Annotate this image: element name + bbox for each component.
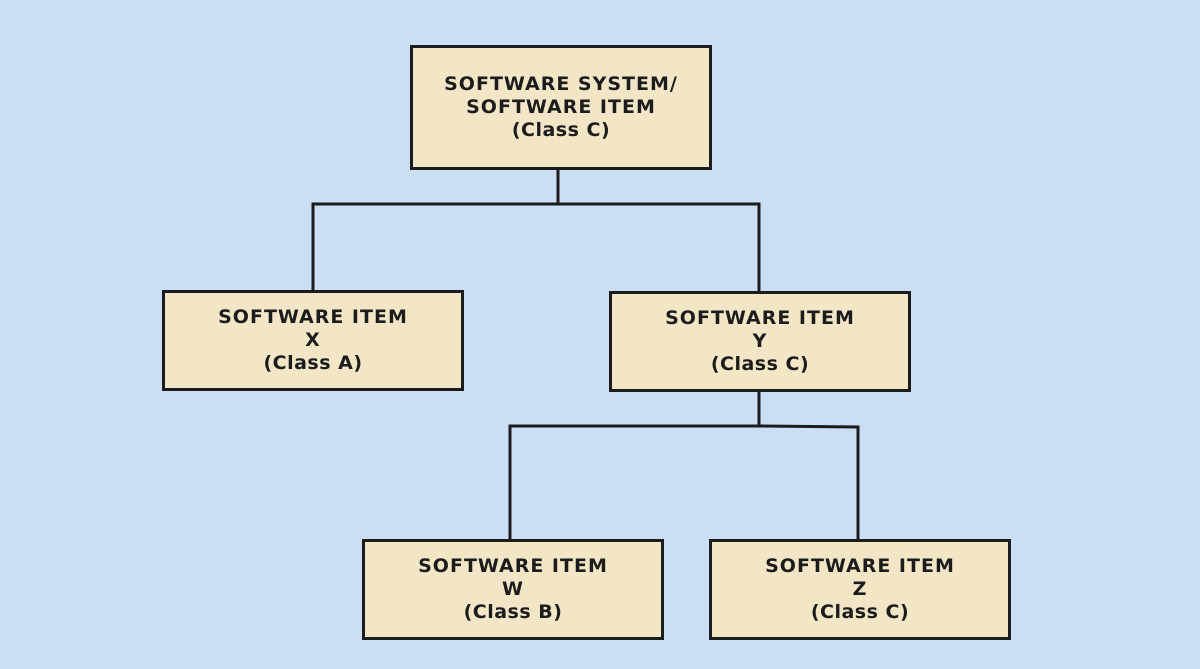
node-software-item-z-title: SOFTWARE ITEM: [765, 555, 955, 577]
node-software-item-x: SOFTWARE ITEM X (Class A): [162, 290, 464, 391]
connector-root-to-children: [311, 168, 560, 292]
node-software-item-x-letter: X: [305, 329, 321, 351]
connector-root-to-y: [556, 202, 761, 294]
node-software-item-w: SOFTWARE ITEM W (Class B): [362, 539, 664, 640]
node-software-item-w-title: SOFTWARE ITEM: [418, 555, 608, 577]
node-software-item-y-letter: Y: [752, 330, 768, 352]
node-software-item-y-class: (Class C): [710, 353, 810, 375]
node-software-item-z-class: (Class C): [810, 601, 910, 623]
node-software-item-z: SOFTWARE ITEM Z (Class C): [709, 539, 1011, 640]
node-software-item-x-class: (Class A): [263, 352, 363, 374]
node-software-item-w-class: (Class B): [463, 601, 563, 623]
node-software-system-class: (Class C): [511, 119, 611, 141]
node-software-system: SOFTWARE SYSTEM/ SOFTWARE ITEM (Class C): [410, 45, 712, 170]
node-software-item-y: SOFTWARE ITEM Y (Class C): [609, 291, 911, 392]
node-software-item-z-letter: Z: [852, 578, 868, 600]
node-software-item-w-letter: W: [502, 578, 524, 600]
connector-y-to-w: [508, 390, 761, 542]
node-software-item-x-title: SOFTWARE ITEM: [218, 306, 408, 328]
connector-y-to-z: [757, 424, 860, 542]
node-software-system-line2: SOFTWARE ITEM: [466, 96, 656, 118]
node-software-item-y-title: SOFTWARE ITEM: [665, 307, 855, 329]
node-software-system-line1: SOFTWARE SYSTEM/: [444, 73, 678, 95]
